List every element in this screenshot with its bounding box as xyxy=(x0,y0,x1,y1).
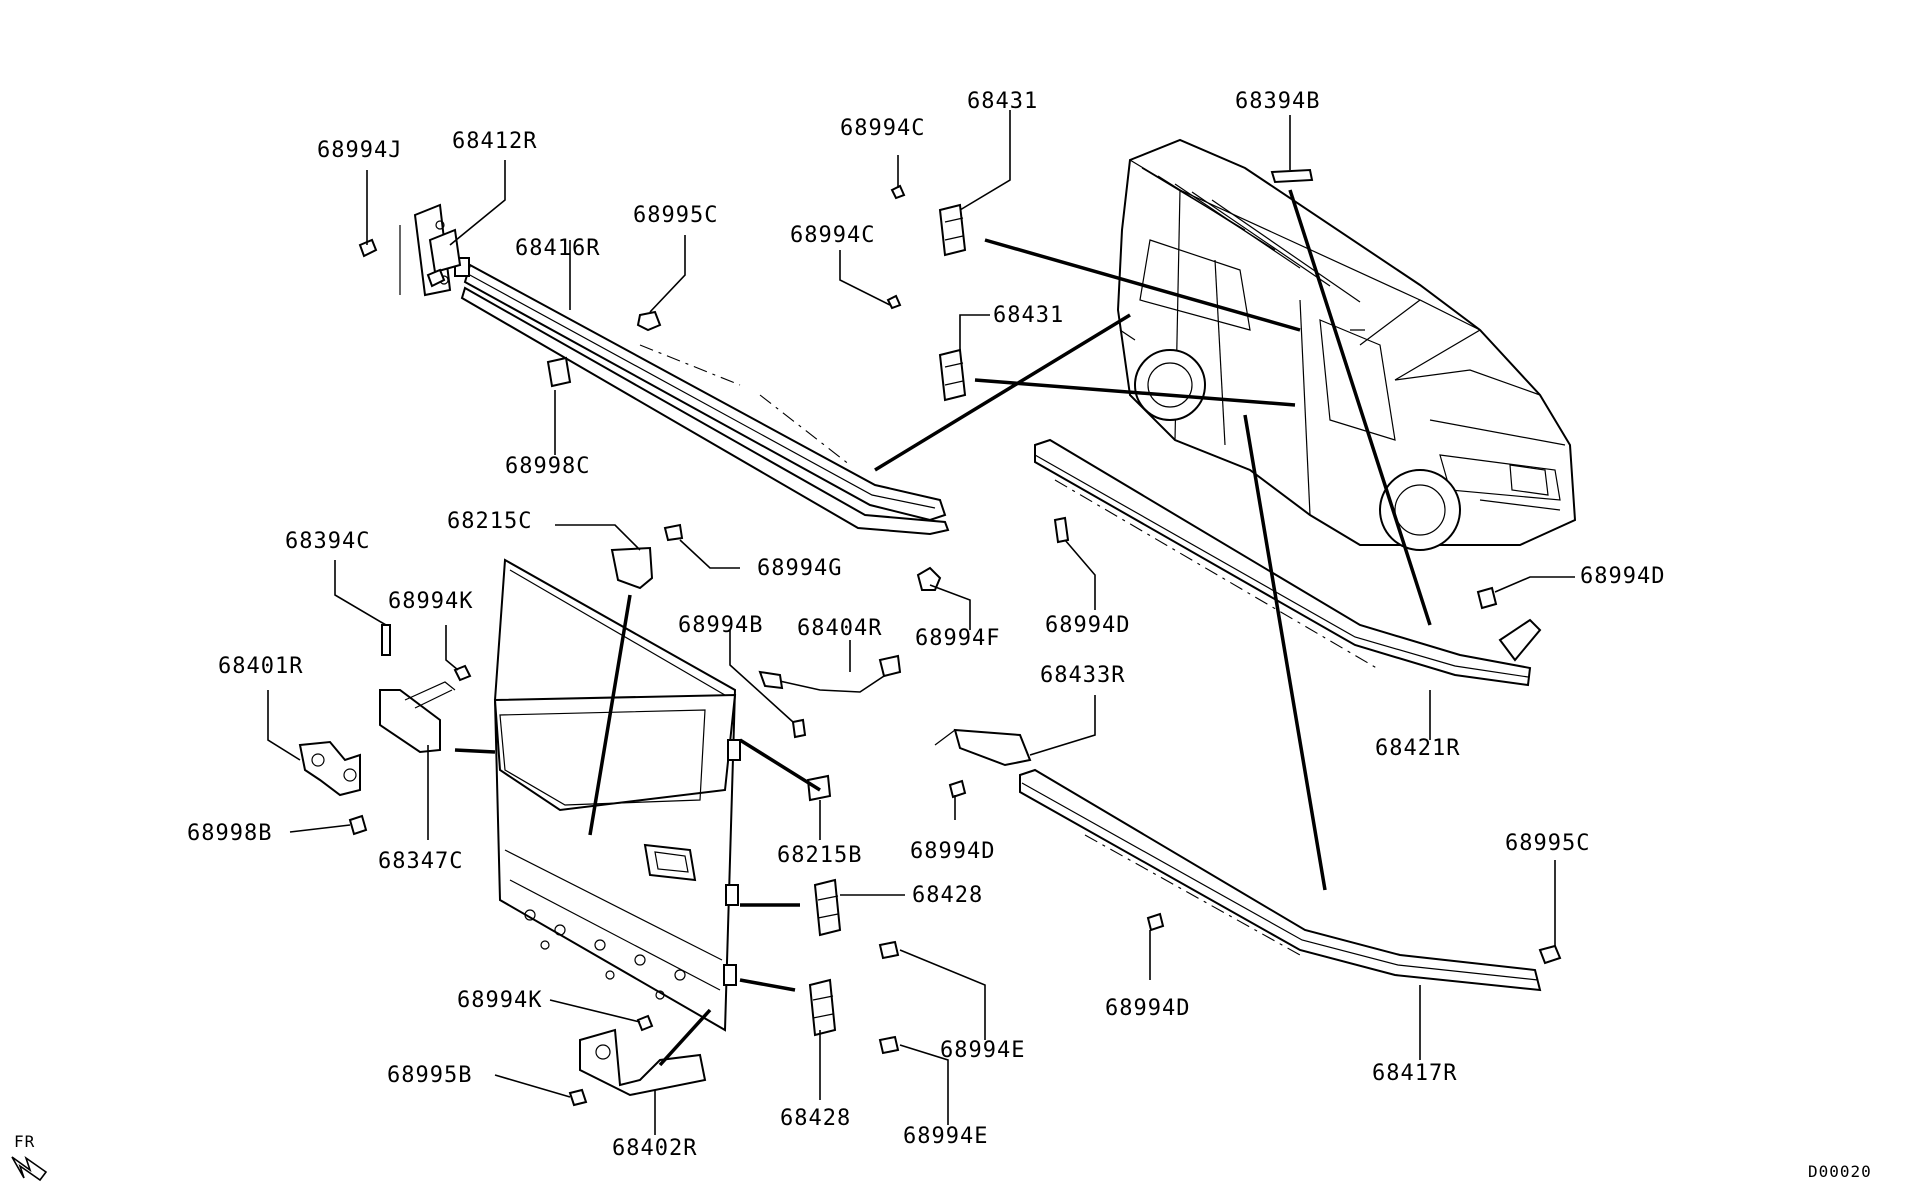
sliding-door xyxy=(493,558,741,1032)
callout-68994C-upper: 68994C xyxy=(840,116,925,141)
nut-68998B xyxy=(348,814,368,836)
callout-68428-upper: 68428 xyxy=(912,883,983,908)
callout-68394C: 68394C xyxy=(285,529,370,554)
bracket-68215C xyxy=(610,546,654,590)
lower-rail-68417R xyxy=(1019,768,1542,992)
callout-68995B: 68995B xyxy=(387,1063,472,1088)
van-illustration xyxy=(1116,138,1577,551)
clip-68998C xyxy=(546,356,572,388)
pin-68394C xyxy=(381,624,391,656)
callout-68994D-center: 68994D xyxy=(1045,613,1130,638)
callout-68421R: 68421R xyxy=(1375,736,1460,761)
callout-68428-lower: 68428 xyxy=(780,1106,851,1131)
bolt-68394B xyxy=(1270,168,1314,184)
callout-68995C-top: 68995C xyxy=(633,203,718,228)
callout-68404R: 68404R xyxy=(797,616,882,641)
installation-arrows xyxy=(454,189,1432,1067)
callout-68431-lower: 68431 xyxy=(993,303,1064,328)
callout-68431-upper: 68431 xyxy=(967,89,1038,114)
callout-68994F: 68994F xyxy=(915,626,1000,651)
nut-68995C-right xyxy=(1538,944,1562,965)
center-rail-68421R xyxy=(1034,438,1542,687)
callout-68401R: 68401R xyxy=(218,654,303,679)
callout-68994D-lower: 68994D xyxy=(1105,996,1190,1021)
callout-68994D-mid: 68994D xyxy=(910,839,995,864)
lower-bracket-68402R xyxy=(579,1028,707,1097)
bolt-68994K-lower xyxy=(636,1014,654,1032)
hinge-68401R xyxy=(298,740,361,797)
bolt-68994F xyxy=(916,566,942,591)
callout-68998C: 68998C xyxy=(505,454,590,479)
bracket-68433R xyxy=(934,728,1032,767)
callout-68402R: 68402R xyxy=(612,1136,697,1161)
front-label: FR xyxy=(14,1132,35,1151)
callout-68994E-lower: 68994E xyxy=(903,1124,988,1149)
callout-68347C: 68347C xyxy=(378,849,463,874)
callout-68994B: 68994B xyxy=(678,613,763,638)
callout-68994D-right: 68994D xyxy=(1580,564,1665,589)
callout-68433R: 68433R xyxy=(1040,663,1125,688)
front-orientation-mark: FR xyxy=(11,1132,48,1182)
clip-68994B xyxy=(791,718,807,739)
bolt-68994D-mid xyxy=(948,779,967,799)
drawing-code: D00020 xyxy=(1808,1162,1872,1181)
bolt-68994E-lower xyxy=(878,1035,900,1055)
bolt-68994D-center xyxy=(1053,516,1070,544)
callout-68995C-right: 68995C xyxy=(1505,831,1590,856)
guide-68428-upper xyxy=(813,878,842,937)
callout-68215B: 68215B xyxy=(777,843,862,868)
guide-68428-lower xyxy=(808,978,837,1037)
bolt-68994D-lower xyxy=(1146,912,1165,932)
nut-68995B xyxy=(568,1088,588,1107)
callout-68394B: 68394B xyxy=(1235,89,1320,114)
callout-68998B: 68998B xyxy=(187,821,272,846)
bracket-68412R xyxy=(358,203,462,297)
bolt-68994G xyxy=(663,523,684,542)
bracket-68431-upper xyxy=(890,184,967,257)
bolt-68994E-upper xyxy=(878,940,900,960)
upper-rail-68416R xyxy=(454,257,950,536)
callout-68994E-upper: 68994E xyxy=(940,1038,1025,1063)
bolt-68994D-right xyxy=(1476,586,1498,610)
callout-68994J: 68994J xyxy=(317,138,402,163)
bracket-68347C xyxy=(379,681,456,754)
callout-68994C-lower: 68994C xyxy=(790,223,875,248)
callout-68416R: 68416R xyxy=(515,236,600,261)
cable-68404R xyxy=(758,654,902,693)
callout-labels: 68994J 68412R 68416R 68995C 68998C 68994… xyxy=(187,89,1665,1161)
leader-lines xyxy=(267,110,1575,1135)
callout-68994G: 68994G xyxy=(757,556,842,581)
nut-68995C-top xyxy=(636,310,662,332)
callout-68994K-upper: 68994K xyxy=(388,589,473,614)
callout-68417R: 68417R xyxy=(1372,1061,1457,1086)
bracket-68431-lower xyxy=(886,294,967,402)
bolt-68994K-upper xyxy=(453,664,472,682)
callout-68215C: 68215C xyxy=(447,509,532,534)
callout-68412R: 68412R xyxy=(452,129,537,154)
callout-68994K-lower: 68994K xyxy=(457,988,542,1013)
